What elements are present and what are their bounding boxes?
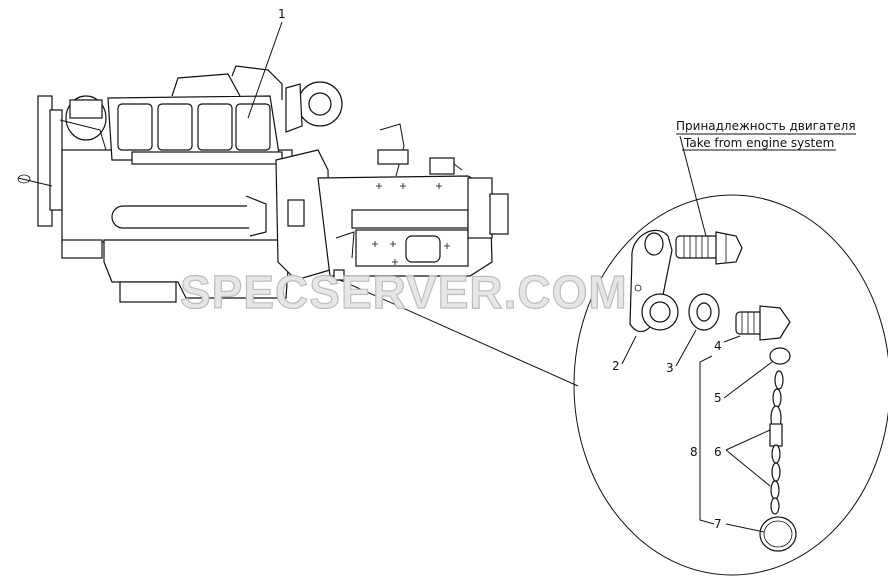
chain-part xyxy=(759,347,797,552)
leader-1 xyxy=(247,21,283,119)
ownership-note-en: Take from engine system xyxy=(683,136,834,150)
bolt-part xyxy=(675,231,743,265)
label-4: 4 xyxy=(714,339,722,353)
detail-leader xyxy=(339,279,579,387)
label-5: 5 xyxy=(714,391,722,405)
label-1: 1 xyxy=(278,7,286,21)
label-6: 6 xyxy=(714,445,722,459)
detail-circle xyxy=(573,194,888,576)
label-3: 3 xyxy=(666,361,674,375)
label-2: 2 xyxy=(612,359,620,373)
engine-assembly xyxy=(17,65,509,303)
label-7: 7 xyxy=(714,517,722,531)
detail-leaders xyxy=(621,133,856,533)
plug-part xyxy=(735,305,791,341)
label-8: 8 xyxy=(690,445,698,459)
ownership-note-ru: Принадлежность двигателя xyxy=(676,119,856,133)
watermark: SPECSERVER.COM xyxy=(180,266,628,318)
bracket-part xyxy=(629,229,679,333)
washer-part xyxy=(688,293,720,331)
